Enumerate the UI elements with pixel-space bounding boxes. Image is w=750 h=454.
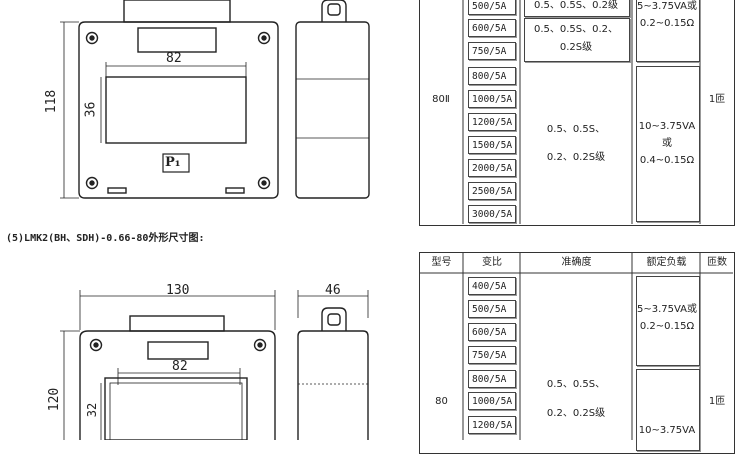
t1-ratio: 1000/5A	[468, 90, 516, 108]
t2-header-turns: 匝数	[707, 257, 727, 268]
t1-load-top-box	[636, 0, 700, 62]
t1-load-main-c: 0.4~0.15Ω	[639, 155, 695, 166]
table1-gridlines	[462, 0, 701, 224]
dim-width-label-1: 82	[166, 51, 182, 66]
t2-load-bottom: 10~3.75VA	[638, 425, 696, 436]
t1-acc-main-b: 0.2、0.2S级	[546, 152, 606, 163]
t2-ratio: 800/5A	[468, 370, 516, 388]
t2-load-top-a: 5~3.75VA或	[636, 304, 698, 315]
t1-load-top-a: 5~3.75VA或	[636, 1, 698, 12]
t1-ratio: 1500/5A	[468, 136, 516, 154]
t1-load-main-a: 10~3.75VA	[638, 121, 696, 132]
t2-header-load: 额定负载	[646, 257, 687, 268]
t2-header-ratio: 变比	[482, 257, 502, 268]
t1-acc-main-a: 0.5、0.5S、	[546, 124, 606, 135]
side-view-1	[295, 0, 370, 199]
t2-load-top-b: 0.2~0.15Ω	[639, 321, 695, 332]
section-caption: (5)LMK2(BH、SDH)-0.66-80外形尺寸图:	[6, 233, 205, 244]
t1-acc-row1: 0.5、0.5S、0.2级	[533, 0, 619, 11]
t1-acc-row2-box	[524, 18, 630, 62]
t1-ratio: 600/5A	[468, 19, 516, 37]
t2-load-top-box	[636, 276, 700, 366]
side-view-2	[297, 290, 369, 440]
t2-acc-b: 0.2、0.2S级	[546, 408, 606, 419]
dim-width-label-2: 130	[166, 283, 190, 298]
dim-window-w-label-2: 82	[172, 359, 188, 374]
t1-acc-row2b: 0.2S级	[559, 42, 593, 53]
t1-load-top-b: 0.2~0.15Ω	[639, 18, 695, 29]
t1-acc-row2a: 0.5、0.5S、0.2、	[533, 24, 619, 35]
t1-ratio: 3000/5A	[468, 205, 516, 223]
t2-ratio: 400/5A	[468, 277, 516, 295]
table2-gridlines	[419, 252, 733, 440]
t1-load-main-b: 或	[662, 138, 672, 149]
t2-ratio: 750/5A	[468, 346, 516, 364]
front-view-1	[78, 0, 279, 199]
t1-turns: 1匝	[708, 94, 726, 105]
t2-model: 80	[435, 396, 448, 407]
dim-depth-label-2: 46	[325, 283, 341, 298]
technical-drawings	[60, 0, 370, 440]
t1-ratio: 500/5A	[468, 0, 516, 15]
t1-load-main-box	[636, 66, 700, 222]
t1-ratio: 800/5A	[468, 67, 516, 85]
t2-ratio: 1200/5A	[468, 416, 516, 434]
t1-ratio: 1200/5A	[468, 113, 516, 131]
p1-mark: P₁	[165, 155, 181, 170]
t2-header-model: 型号	[431, 257, 452, 268]
t1-ratio: 2500/5A	[468, 182, 516, 200]
spec-table-2	[419, 252, 735, 454]
t2-ratio: 500/5A	[468, 300, 516, 318]
t2-header-accuracy: 准确度	[561, 257, 592, 268]
t1-model: 80Ⅱ	[432, 94, 450, 105]
t2-acc-a: 0.5、0.5S、	[546, 379, 606, 390]
dimensions-1	[60, 21, 247, 199]
t2-turns: 1匝	[708, 396, 726, 407]
t2-ratio: 1000/5A	[468, 392, 516, 410]
t1-acc-row1-box	[524, 0, 630, 17]
front-view-2	[60, 290, 276, 440]
t2-ratio: 600/5A	[468, 323, 516, 341]
t1-ratio: 750/5A	[468, 42, 516, 60]
t1-ratio: 2000/5A	[468, 159, 516, 177]
